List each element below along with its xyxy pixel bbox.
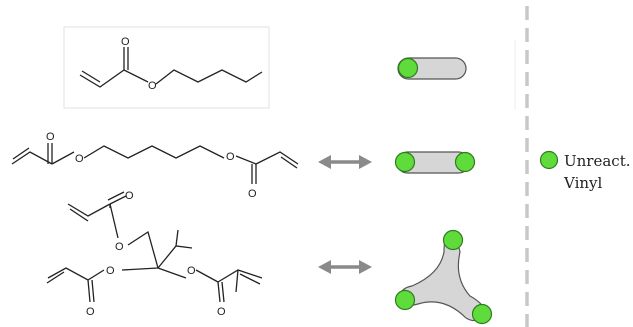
molecule-hexanediol-diacrylate [11, 143, 299, 184]
hdda-oxygen-label-3: O [226, 151, 235, 163]
molecule-butyl-acrylate [79, 47, 263, 88]
molecule-frame [63, 26, 270, 109]
monofunctional-icon [397, 57, 467, 80]
vinyl-end-icon [394, 151, 416, 173]
vinyl-end-icon [471, 303, 493, 325]
tmpta-oxygen-label-2: O [115, 241, 124, 253]
trifunctional-icon [394, 229, 493, 325]
hdda-oxygen-label-1: O [46, 131, 55, 143]
legend: Unreact. Vinyl [539, 150, 631, 192]
tmpta-oxygen-label-4: O [187, 265, 196, 277]
hdda-oxygen-label-4: O [248, 188, 257, 200]
difunctional-icon [394, 151, 476, 174]
equivalence-arrow-1 [318, 155, 372, 169]
vinyl-end-icon [397, 57, 419, 79]
molecule-tmpta [46, 191, 263, 303]
vinyl-end-icon [442, 229, 464, 251]
carbonyl-oxygen-label: O [121, 36, 130, 48]
tmpta-oxygen-label-6: O [217, 306, 226, 318]
tmpta-oxygen-label-1: O [125, 190, 134, 202]
tmpta-oxygen-label-5: O [86, 306, 95, 318]
legend-vinyl-icon [539, 150, 559, 170]
legend-label-line2: Vinyl [563, 174, 603, 192]
equivalence-arrow-2 [318, 260, 372, 274]
legend-label-line1: Unreact. [564, 152, 631, 170]
ester-oxygen-label: O [148, 80, 157, 92]
vinyl-end-icon [394, 289, 416, 311]
vinyl-end-icon [454, 151, 476, 173]
tmpta-oxygen-label-3: O [106, 265, 115, 277]
hdda-oxygen-label-2: O [75, 153, 84, 165]
